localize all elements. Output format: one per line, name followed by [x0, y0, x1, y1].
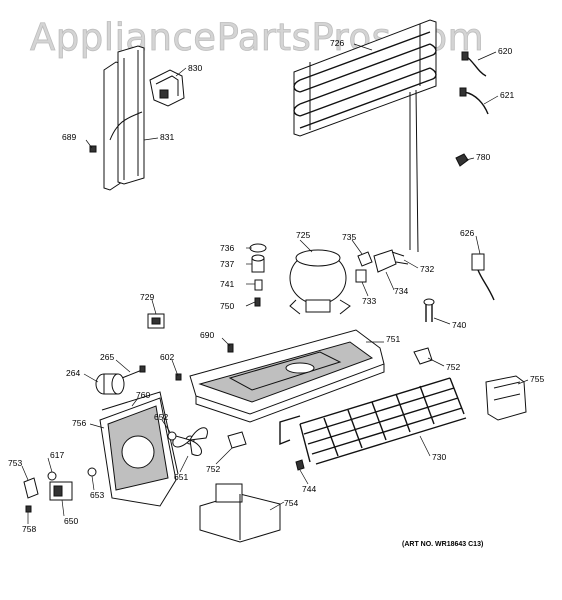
- grommet-stack: [249, 243, 267, 307]
- label-626: 626: [460, 228, 474, 238]
- relay-group: [355, 249, 409, 283]
- label-830: 830: [188, 63, 202, 73]
- label-652: 652: [154, 412, 168, 422]
- clip-752-left: [227, 431, 247, 449]
- bracket-830: [149, 69, 185, 107]
- label-690: 690: [200, 330, 214, 340]
- label-755: 755: [530, 374, 544, 384]
- bracket-755: [485, 375, 527, 421]
- label-726: 726: [330, 38, 344, 48]
- label-741: 741: [220, 279, 234, 289]
- label-653: 653: [90, 490, 104, 500]
- label-756: 756: [72, 418, 86, 428]
- label-740: 740: [452, 320, 466, 330]
- tube-621: [459, 87, 489, 115]
- label-265: 265: [100, 352, 114, 362]
- label-621: 621: [500, 90, 514, 100]
- clip-744: [295, 459, 305, 471]
- label-758: 758: [22, 524, 36, 534]
- label-620: 620: [498, 46, 512, 56]
- screw-689: [89, 145, 97, 153]
- label-753: 753: [8, 458, 22, 468]
- part-labels: 830 831 689 726 620 621 780 626 725 736 …: [8, 38, 544, 534]
- label-736: 736: [220, 243, 234, 253]
- fan-blade-651: [172, 427, 208, 456]
- label-729: 729: [140, 292, 154, 302]
- condenser-730: [279, 377, 467, 465]
- clip-752-right: [413, 347, 433, 365]
- label-780: 780: [476, 152, 490, 162]
- label-754: 754: [284, 498, 298, 508]
- nut-652: [167, 431, 177, 441]
- label-730: 730: [432, 452, 446, 462]
- bolt-265: [121, 365, 146, 379]
- label-752-left: 752: [206, 464, 220, 474]
- compressor-725: [289, 249, 351, 315]
- clip-780: [455, 153, 469, 167]
- label-732: 732: [420, 264, 434, 274]
- fan-shroud-756: [99, 391, 179, 507]
- bracket-753: [23, 477, 39, 499]
- label-650: 650: [64, 516, 78, 526]
- label-751: 751: [386, 334, 400, 344]
- drain-pan-754: [199, 483, 281, 543]
- leader-lines: [21, 43, 529, 524]
- label-734: 734: [394, 286, 408, 296]
- label-760: 760: [136, 390, 150, 400]
- part-617: [47, 471, 57, 481]
- capacitor-729: [147, 313, 165, 329]
- label-735: 735: [342, 232, 356, 242]
- label-689: 689: [62, 132, 76, 142]
- label-752-right: 752: [446, 362, 460, 372]
- channel-831: [103, 45, 145, 191]
- label-737: 737: [220, 259, 234, 269]
- nut-653: [87, 467, 97, 477]
- motor-650: [49, 481, 73, 501]
- label-602: 602: [160, 352, 174, 362]
- label-264: 264: [66, 368, 80, 378]
- fitting-740: [423, 298, 435, 322]
- tube-620: [461, 51, 487, 77]
- label-750: 750: [220, 301, 234, 311]
- evaporator-726: [293, 19, 437, 253]
- screw-602: [175, 373, 182, 381]
- wire-626: [471, 253, 495, 301]
- screw-758: [25, 505, 32, 513]
- label-831: 831: [160, 132, 174, 142]
- base-pan-751: [189, 329, 385, 423]
- screw-690: [227, 343, 234, 353]
- label-725: 725: [296, 230, 310, 240]
- motor-264: [95, 373, 125, 395]
- label-651: 651: [174, 472, 188, 482]
- label-733: 733: [362, 296, 376, 306]
- label-744: 744: [302, 484, 316, 494]
- art-number: (ART NO. WR18643 C13): [402, 541, 483, 548]
- label-617: 617: [50, 450, 64, 460]
